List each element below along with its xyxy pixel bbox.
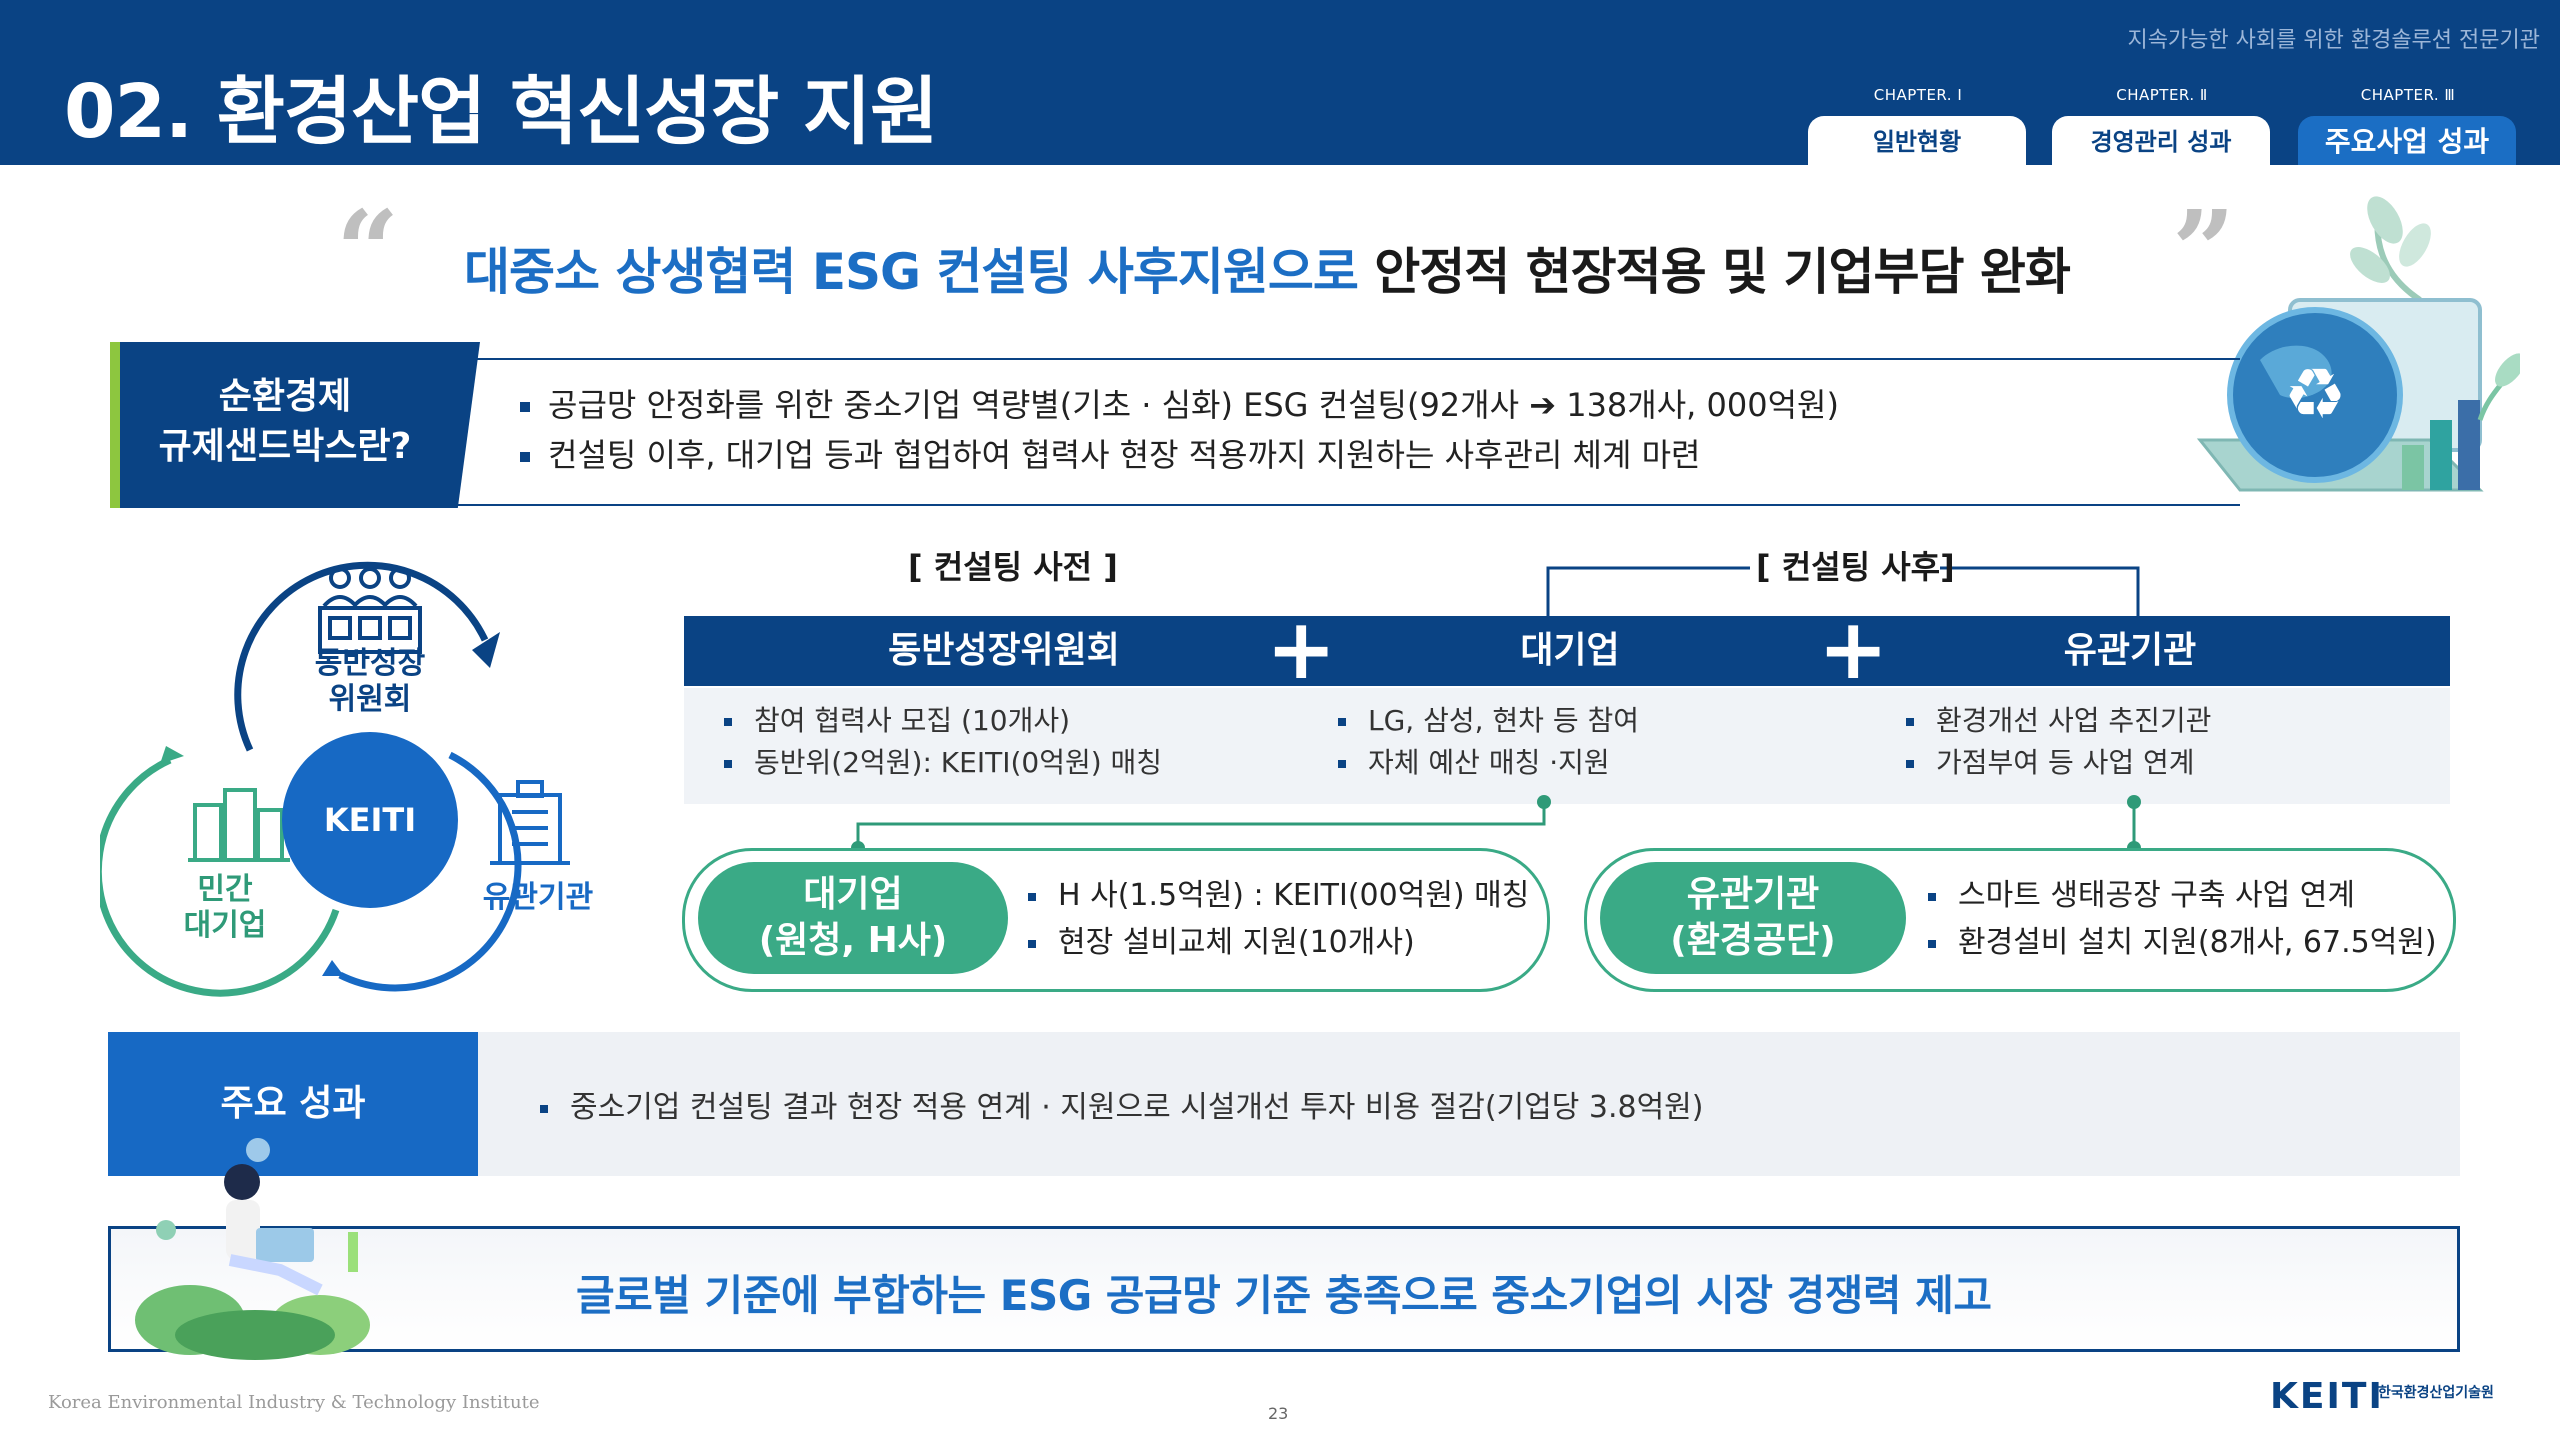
footer-org-name: Korea Environmental Industry & Technolog…: [48, 1392, 540, 1413]
list-item: 스마트 생태공장 구축 사업 연계: [1928, 872, 2437, 919]
list-item: 환경설비 설치 지원(8개사, 67.5억원): [1928, 919, 2437, 966]
open-quote-icon: “: [336, 186, 400, 315]
list-item: 현장 설비교체 지원(10개사): [1028, 919, 1529, 966]
plus-icon: +: [1266, 600, 1337, 698]
list-item: LG, 삼성, 현차 등 참여: [1338, 700, 1639, 742]
list-item: H 사(1.5억원) : KEITI(00억원) 매칭: [1028, 872, 1529, 919]
person-laptop-illustration: [135, 1138, 370, 1360]
keiti-logo: KEITI: [2270, 1376, 2384, 1417]
post-consulting-label: [ 컨설팅 사후]: [1756, 548, 1955, 586]
flow-col-corporation: 대기업: [1520, 630, 1620, 671]
definition-bullet: 공급망 안정화를 위한 중소기업 역량별(기초 · 심화) ESG 컨설팅(92…: [520, 380, 1839, 430]
agency-support-list: 스마트 생태공장 구축 사업 연계 환경설비 설치 지원(8개사, 67.5억원…: [1928, 872, 2437, 966]
svg-text:♻: ♻: [2284, 353, 2347, 435]
connector-lines: [851, 795, 2141, 854]
definition-title-box: [110, 342, 480, 508]
flow-col-agency: 유관기관: [2063, 630, 2197, 671]
cycle-diagram: [100, 561, 570, 997]
tab-chapter-2[interactable]: 경영관리 성과: [2052, 116, 2270, 165]
post-bracket-lines: [1546, 566, 2140, 618]
corporation-list: LG, 삼성, 현차 등 참여 자체 예산 매칭 ·지원: [1338, 700, 1639, 784]
list-item: 동반위(2억원): KEITI(0억원) 매칭: [724, 742, 1162, 784]
plus-icon: +: [1818, 600, 1889, 698]
results-label: 주요 성과: [108, 1032, 478, 1176]
keiti-center-circle: KEITI: [282, 732, 458, 908]
close-quote-icon: ”: [2172, 186, 2236, 315]
list-item: 참여 협력사 모집 (10개사): [724, 700, 1162, 742]
definition-title-line2: 규제샌드박스란?: [158, 426, 412, 467]
headline-blue: 대중소 상생협력 ESG 컨설팅 사후지원으로: [464, 243, 1359, 301]
cycle-right-label: 유관기관: [482, 880, 594, 915]
conclusion-box: [108, 1226, 2460, 1352]
definition-bottom-line: [440, 504, 2240, 506]
tab-chapter-3[interactable]: 주요사업 성과: [2298, 116, 2516, 165]
definition-bullet: 컨설팅 이후, 대기업 등과 협업하여 협력사 현장 적용까지 지원하는 사후관…: [520, 430, 1839, 480]
results-text: 중소기업 컨설팅 결과 현장 적용 연계 · 지원으로 시설개선 투자 비용 절…: [540, 1082, 1704, 1126]
committee-list: 참여 협력사 모집 (10개사) 동반위(2억원): KEITI(0억원) 매칭: [724, 700, 1162, 784]
cycle-left-label: 민간 대기업: [183, 872, 267, 943]
definition-bullets: 공급망 안정화를 위한 중소기업 역량별(기초 · 심화) ESG 컨설팅(92…: [520, 380, 1839, 480]
definition-title-line1: 순환경제: [218, 376, 352, 417]
page-number: 23: [1268, 1404, 1289, 1423]
flow-details-panel: [684, 688, 2450, 804]
flow-header-bar: [684, 616, 2450, 686]
tab-chapter-1[interactable]: 일반현황: [1808, 116, 2026, 165]
definition-title: 순환경제 규제샌드박스란?: [120, 372, 450, 472]
conclusion-text: 글로벌 기준에 부합하는 ESG 공급망 기준 충족으로 중소기업의 시장 경쟁…: [576, 1271, 1992, 1320]
page-title: 02. 환경산업 혁신성장 지원: [64, 69, 938, 155]
chapter-2-label: CHAPTER. Ⅱ: [2116, 86, 2208, 104]
corporation-support-badge: 대기업 (원청, H사): [698, 862, 1008, 974]
chapter-1-label: CHAPTER. Ⅰ: [1873, 86, 1963, 104]
corporation-support-list: H 사(1.5억원) : KEITI(00억원) 매칭 현장 설비교체 지원(1…: [1028, 872, 1529, 966]
definition-accent: [110, 342, 120, 508]
list-item: 자체 예산 매칭 ·지원: [1338, 742, 1639, 784]
agency-support-badge: 유관기관 (환경공단): [1600, 862, 1906, 974]
agency-list: 환경개선 사업 추진기관 가점부여 등 사업 연계: [1906, 700, 2211, 784]
cycle-top-label: 동반성장 위원회: [314, 646, 426, 717]
pre-consulting-label: [ 컨설팅 사전 ]: [908, 548, 1118, 586]
list-item: 가점부여 등 사업 연계: [1906, 742, 2211, 784]
list-item: 환경개선 사업 추진기관: [1906, 700, 2211, 742]
chapter-3-label: CHAPTER. Ⅲ: [2360, 86, 2456, 104]
tagline: 지속가능한 사회를 위한 환경솔루션 전문기관: [2127, 28, 2540, 53]
definition-top-line: [440, 358, 2240, 360]
headline: 대중소 상생협력 ESG 컨설팅 사후지원으로 안정적 현장적용 및 기업부담 …: [464, 232, 2071, 304]
results-panel: [478, 1032, 2460, 1176]
headline-dark: 안정적 현장적용 및 기업부담 완화: [1357, 243, 2071, 301]
eco-globe-illustration: ♻: [2196, 196, 2520, 492]
keiti-logo-korean: 한국환경산업기술원: [2378, 1385, 2494, 1401]
flow-col-committee: 동반성장위원회: [888, 630, 1120, 671]
